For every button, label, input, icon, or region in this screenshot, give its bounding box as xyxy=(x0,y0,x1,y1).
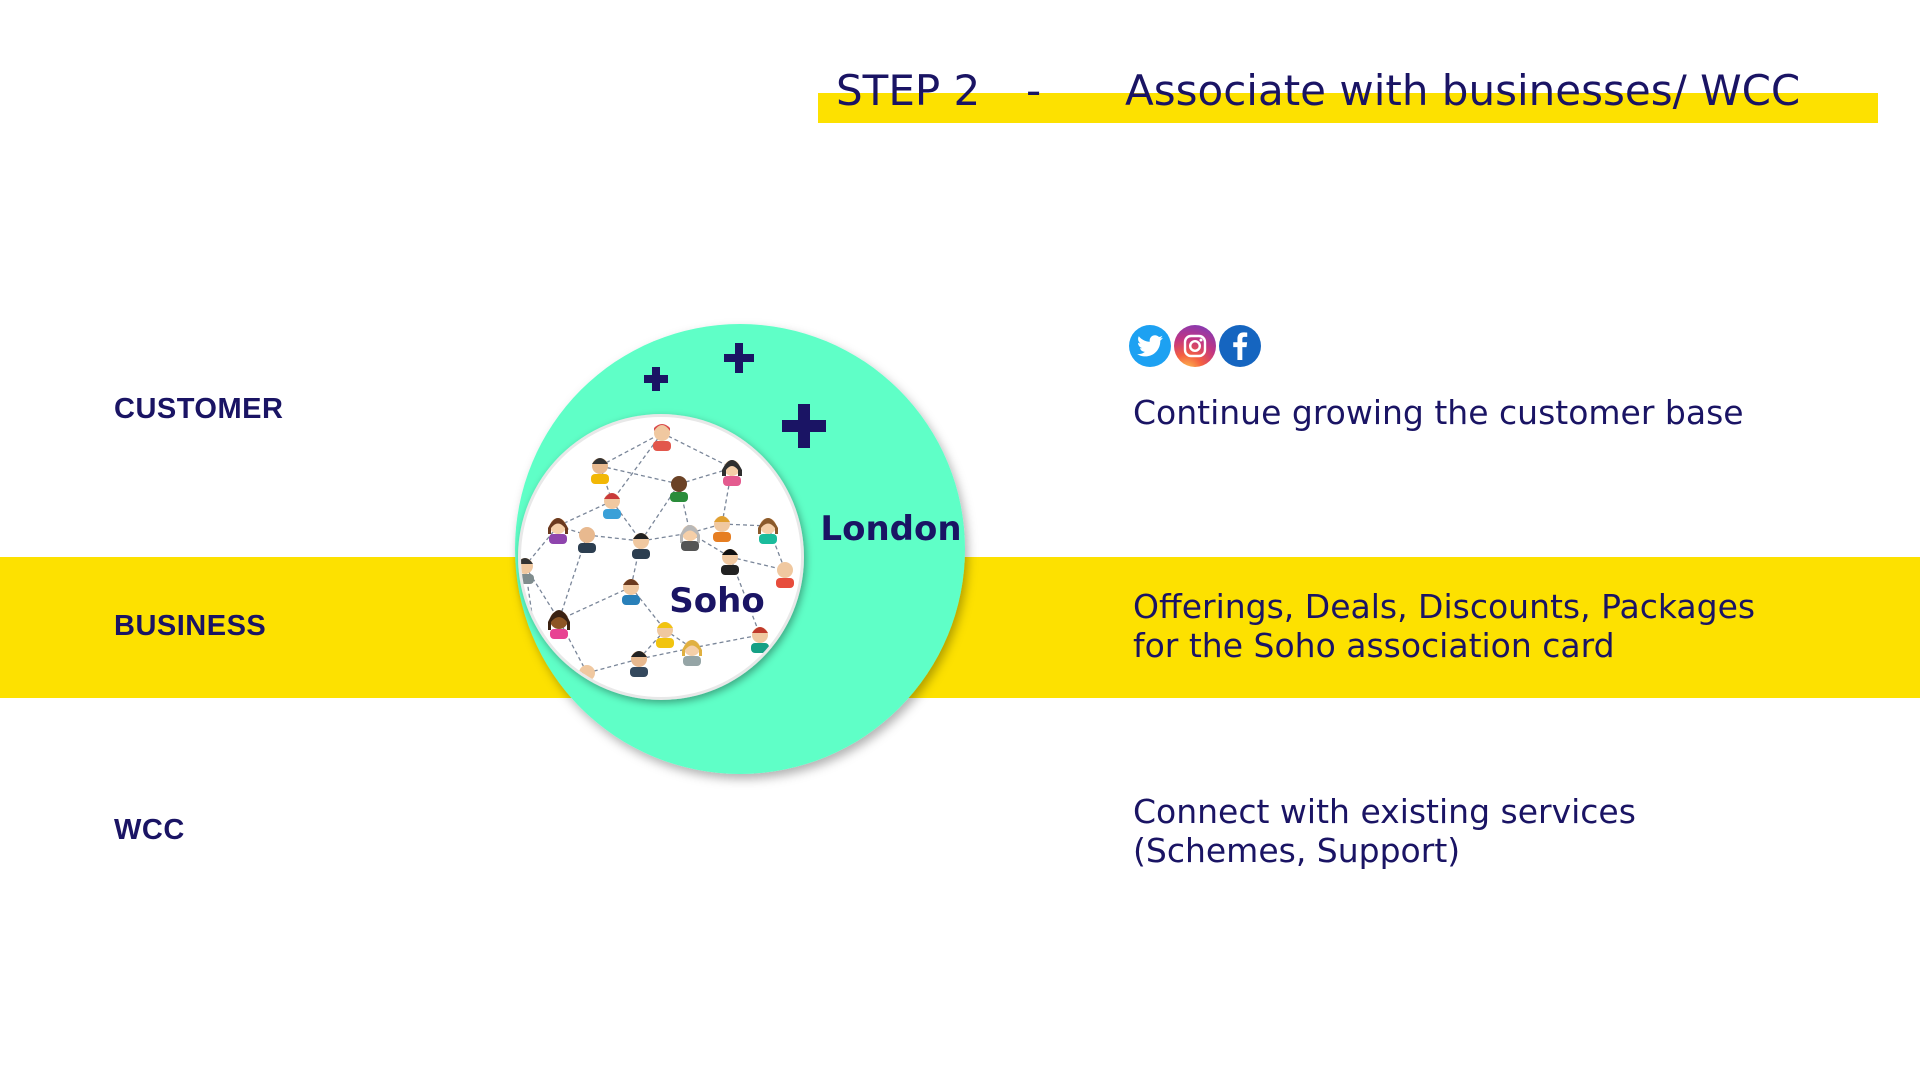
avatar xyxy=(758,518,778,544)
step-label: STEP 2 xyxy=(836,66,981,115)
business-description-line2: for the Soho association card xyxy=(1133,626,1615,665)
plus-icon xyxy=(724,343,754,373)
step-title: Associate with businesses/ WCC xyxy=(1125,66,1801,115)
wcc-description-line2: (Schemes, Support) xyxy=(1133,831,1461,870)
plus-icon xyxy=(644,367,668,391)
london-label: London xyxy=(820,509,961,549)
avatar xyxy=(722,460,742,486)
soho-label: Soho xyxy=(669,581,764,621)
avatar xyxy=(521,558,534,584)
avatar xyxy=(682,640,702,666)
header-highlight-bar xyxy=(818,93,1878,123)
avatar xyxy=(548,518,568,544)
avatar xyxy=(622,579,640,605)
avatar xyxy=(713,516,731,542)
business-description: Offerings, Deals, Discounts, Packages fo… xyxy=(1133,587,1755,665)
avatar xyxy=(751,627,769,653)
step-separator: - xyxy=(1026,66,1042,115)
facebook-icon xyxy=(1219,325,1261,367)
wcc-description: Connect with existing services (Schemes,… xyxy=(1133,792,1636,870)
avatar xyxy=(656,622,674,648)
avatar xyxy=(630,651,648,677)
avatar xyxy=(776,562,794,588)
avatar xyxy=(680,525,700,551)
avatar xyxy=(721,549,739,575)
avatar xyxy=(632,533,650,559)
plus-icon xyxy=(782,404,826,448)
avatar xyxy=(531,662,549,688)
people-network xyxy=(521,424,794,691)
avatar xyxy=(578,527,596,553)
avatar xyxy=(591,458,609,484)
row-label-customer: CUSTOMER xyxy=(114,393,284,425)
avatar xyxy=(603,493,621,519)
soho-circle xyxy=(521,417,801,697)
row-label-business: BUSINESS xyxy=(114,610,267,642)
wcc-description-line1: Connect with existing services xyxy=(1133,792,1636,831)
customer-description: Continue growing the customer base xyxy=(1133,393,1744,432)
avatar xyxy=(548,610,570,639)
avatar xyxy=(653,424,671,451)
instagram-icon xyxy=(1174,325,1216,367)
london-soho-diagram: London Soho xyxy=(515,324,965,774)
avatar xyxy=(670,476,688,502)
row-label-wcc: WCC xyxy=(114,814,185,846)
twitter-icon xyxy=(1129,325,1171,367)
business-description-line1: Offerings, Deals, Discounts, Packages xyxy=(1133,587,1756,626)
